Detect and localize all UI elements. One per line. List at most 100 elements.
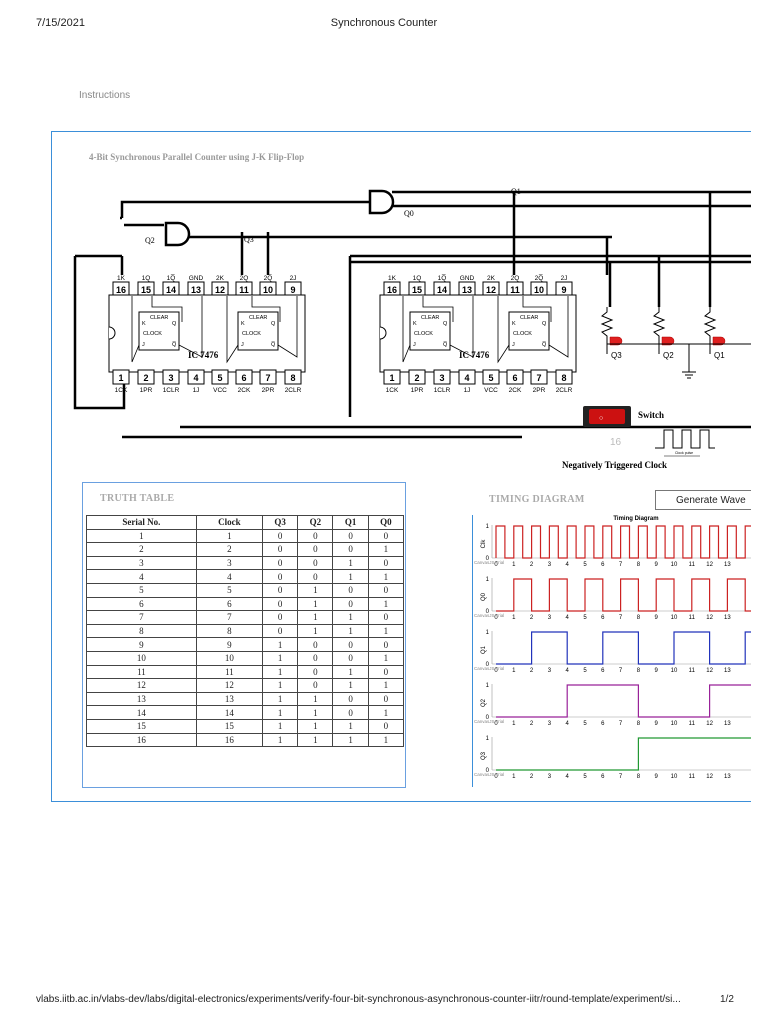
table-cell: 1	[297, 718, 334, 734]
pin-name: 2J	[561, 275, 568, 282]
ff-clock-label: CLOCK	[414, 331, 433, 337]
wire-label-q0: Q0	[404, 209, 414, 218]
instructions-link[interactable]: Instructions	[79, 90, 131, 101]
timing-diagram-title: TIMING DIAGRAM	[489, 494, 585, 505]
pin-number: 11	[239, 285, 249, 295]
table-cell: 6	[86, 596, 197, 612]
pin-name: VCC	[484, 387, 498, 394]
pin-name: 2K	[216, 275, 225, 282]
x-tick-label: 9	[655, 615, 659, 621]
ff-q-label: Q	[542, 321, 547, 327]
x-tick-label: 4	[566, 668, 570, 674]
table-cell: 0	[367, 528, 405, 544]
ff-right	[237, 311, 279, 351]
led-label-q3: Q3	[611, 351, 622, 360]
x-tick-label: 10	[671, 774, 678, 780]
x-tick-label: 12	[706, 721, 713, 727]
series-label: Q3	[481, 751, 487, 760]
timing-chart-title: Timing Diagram	[613, 516, 658, 522]
table-cell: 0	[332, 542, 369, 557]
pin-number: 10	[263, 285, 273, 295]
pin-box	[433, 369, 451, 385]
pin-name: VCC	[213, 387, 227, 394]
pin-name: 1CLR	[434, 387, 451, 394]
table-cell: 0	[261, 596, 299, 612]
x-tick-label: 4	[566, 721, 570, 727]
ff-j-label: J	[413, 342, 416, 348]
table-cell: 14	[195, 705, 264, 720]
chip-wire	[277, 296, 298, 358]
table-cell: 1	[261, 664, 299, 680]
x-tick-label: 12	[706, 774, 713, 780]
table-cell: 5	[195, 582, 264, 598]
ff-q-label: Q	[443, 321, 448, 327]
chip-wire	[497, 296, 510, 364]
table-cell: 0	[297, 528, 334, 544]
x-tick-label: 7	[619, 774, 623, 780]
pin-number: 6	[241, 373, 246, 383]
x-tick-label: 11	[689, 721, 696, 727]
axis-tick: 0	[486, 609, 490, 615]
count-display: 16	[610, 437, 622, 448]
canvas-trial-label: CanvasJS Trial	[474, 666, 504, 671]
table-cell: 2	[195, 542, 264, 557]
pin-name: 1J	[193, 387, 200, 394]
ff-clock-label: CLOCK	[242, 331, 261, 337]
axis-tick: 0	[486, 662, 490, 668]
table-cell: 1	[367, 732, 405, 748]
pin-name: GND	[460, 275, 475, 282]
clock-label: Negatively Triggered Clock	[562, 460, 667, 470]
ff-qbar-label: Q̅	[443, 341, 448, 348]
x-tick-label: 13	[724, 668, 731, 674]
table-cell: 1	[297, 623, 334, 639]
x-tick-label: 3	[548, 615, 552, 621]
x-tick-label: 9	[655, 774, 659, 780]
table-cell: 1	[261, 678, 299, 693]
table-cell: 1	[297, 732, 334, 748]
table-cell: 7	[195, 610, 264, 625]
x-tick-label: 8	[637, 774, 641, 780]
table-cell: 1	[332, 678, 369, 693]
pin-number: 10	[534, 285, 544, 295]
pin-number: 9	[561, 285, 566, 295]
pin-name: 1Q̅	[167, 274, 176, 282]
x-tick-label: 5	[583, 668, 587, 674]
wire-label-q1: Q1	[511, 187, 521, 196]
pin-name: 1K	[117, 275, 126, 282]
pin-name: 2CK	[509, 387, 522, 394]
axis-tick: 1	[486, 630, 490, 636]
x-tick-label: 2	[530, 668, 534, 674]
table-cell: 0	[332, 650, 369, 666]
ff-left	[409, 311, 451, 351]
table-cell: 15	[86, 718, 197, 734]
ff-q-label: Q	[271, 321, 276, 327]
pin-number: 6	[512, 373, 517, 383]
ff-clear-label: CLEAR	[150, 315, 168, 321]
x-tick-label: 9	[655, 668, 659, 674]
table-cell: 0	[332, 528, 369, 544]
table-cell: 1	[261, 650, 299, 666]
pin-number: 5	[217, 373, 222, 383]
x-tick-label: 12	[706, 562, 713, 568]
x-tick-label: 13	[724, 721, 731, 727]
truth-table-header: Q0	[367, 515, 405, 530]
pin-name: 1J	[464, 387, 471, 394]
led-label-q1: Q1	[714, 351, 725, 360]
wire-label-q3: Q3	[244, 235, 254, 244]
axis-tick: 1	[486, 683, 490, 689]
pin-number: 7	[265, 373, 270, 383]
x-tick-label: 0	[494, 721, 498, 727]
series-label: Q1	[481, 645, 487, 654]
table-cell: 2	[86, 542, 197, 557]
pin-box	[137, 369, 155, 385]
generate-wave-button[interactable]: Generate Wave	[655, 490, 751, 510]
ff-j-label: J	[512, 342, 515, 348]
switch-label: Switch	[638, 410, 664, 420]
